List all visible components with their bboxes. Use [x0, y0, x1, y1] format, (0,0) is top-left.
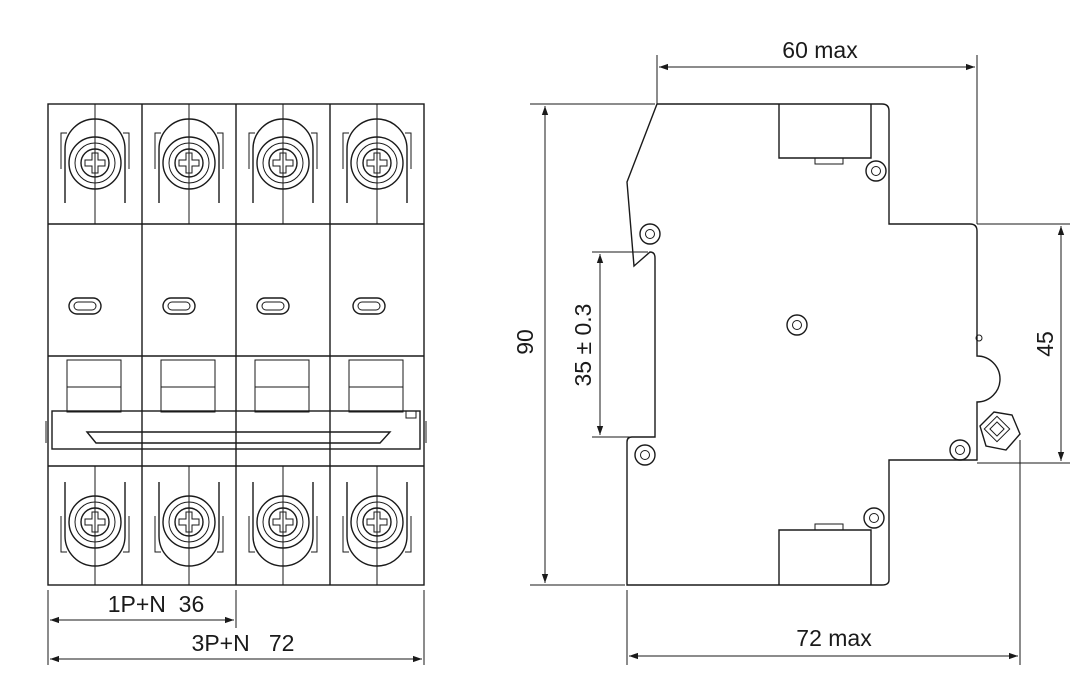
dimension-90: 90	[512, 103, 655, 586]
dimension-1p-n: 1P+N 36	[47, 590, 425, 665]
handle-tie-bar	[45, 410, 427, 450]
dim-label-60-max: 60 max	[782, 37, 858, 63]
indicator-window-2	[162, 297, 196, 315]
dimension-3p-n: 3P+N 72	[50, 630, 422, 663]
dim-label-72-max: 72 max	[796, 625, 872, 651]
side-view: 60 max 72 max 90 35 ± 0.3 45	[512, 37, 1070, 665]
dimension-60-max: 60 max	[656, 37, 978, 224]
dimension-72-max: 72 max	[626, 440, 1021, 665]
dim-label-45: 45	[1032, 331, 1058, 357]
side-profile-outline	[626, 103, 1001, 586]
indicator-window-3	[256, 297, 290, 315]
side-handle	[975, 334, 1021, 451]
indicator-window-4	[352, 297, 386, 315]
toggle-levers	[66, 359, 404, 413]
dimension-45: 45	[977, 223, 1070, 464]
dim-label-1p-n: 1P+N 36	[108, 591, 205, 617]
dim-label-3p-n: 3P+N 72	[192, 630, 295, 656]
front-view: 1P+N 36 3P+N 72	[45, 103, 427, 665]
dim-label-35-rail: 35 ± 0.3	[570, 304, 596, 387]
rivets	[634, 160, 971, 529]
dim-label-90: 90	[512, 329, 538, 355]
dimension-35-rail: 35 ± 0.3	[570, 251, 648, 438]
indicator-window-1	[68, 297, 102, 315]
